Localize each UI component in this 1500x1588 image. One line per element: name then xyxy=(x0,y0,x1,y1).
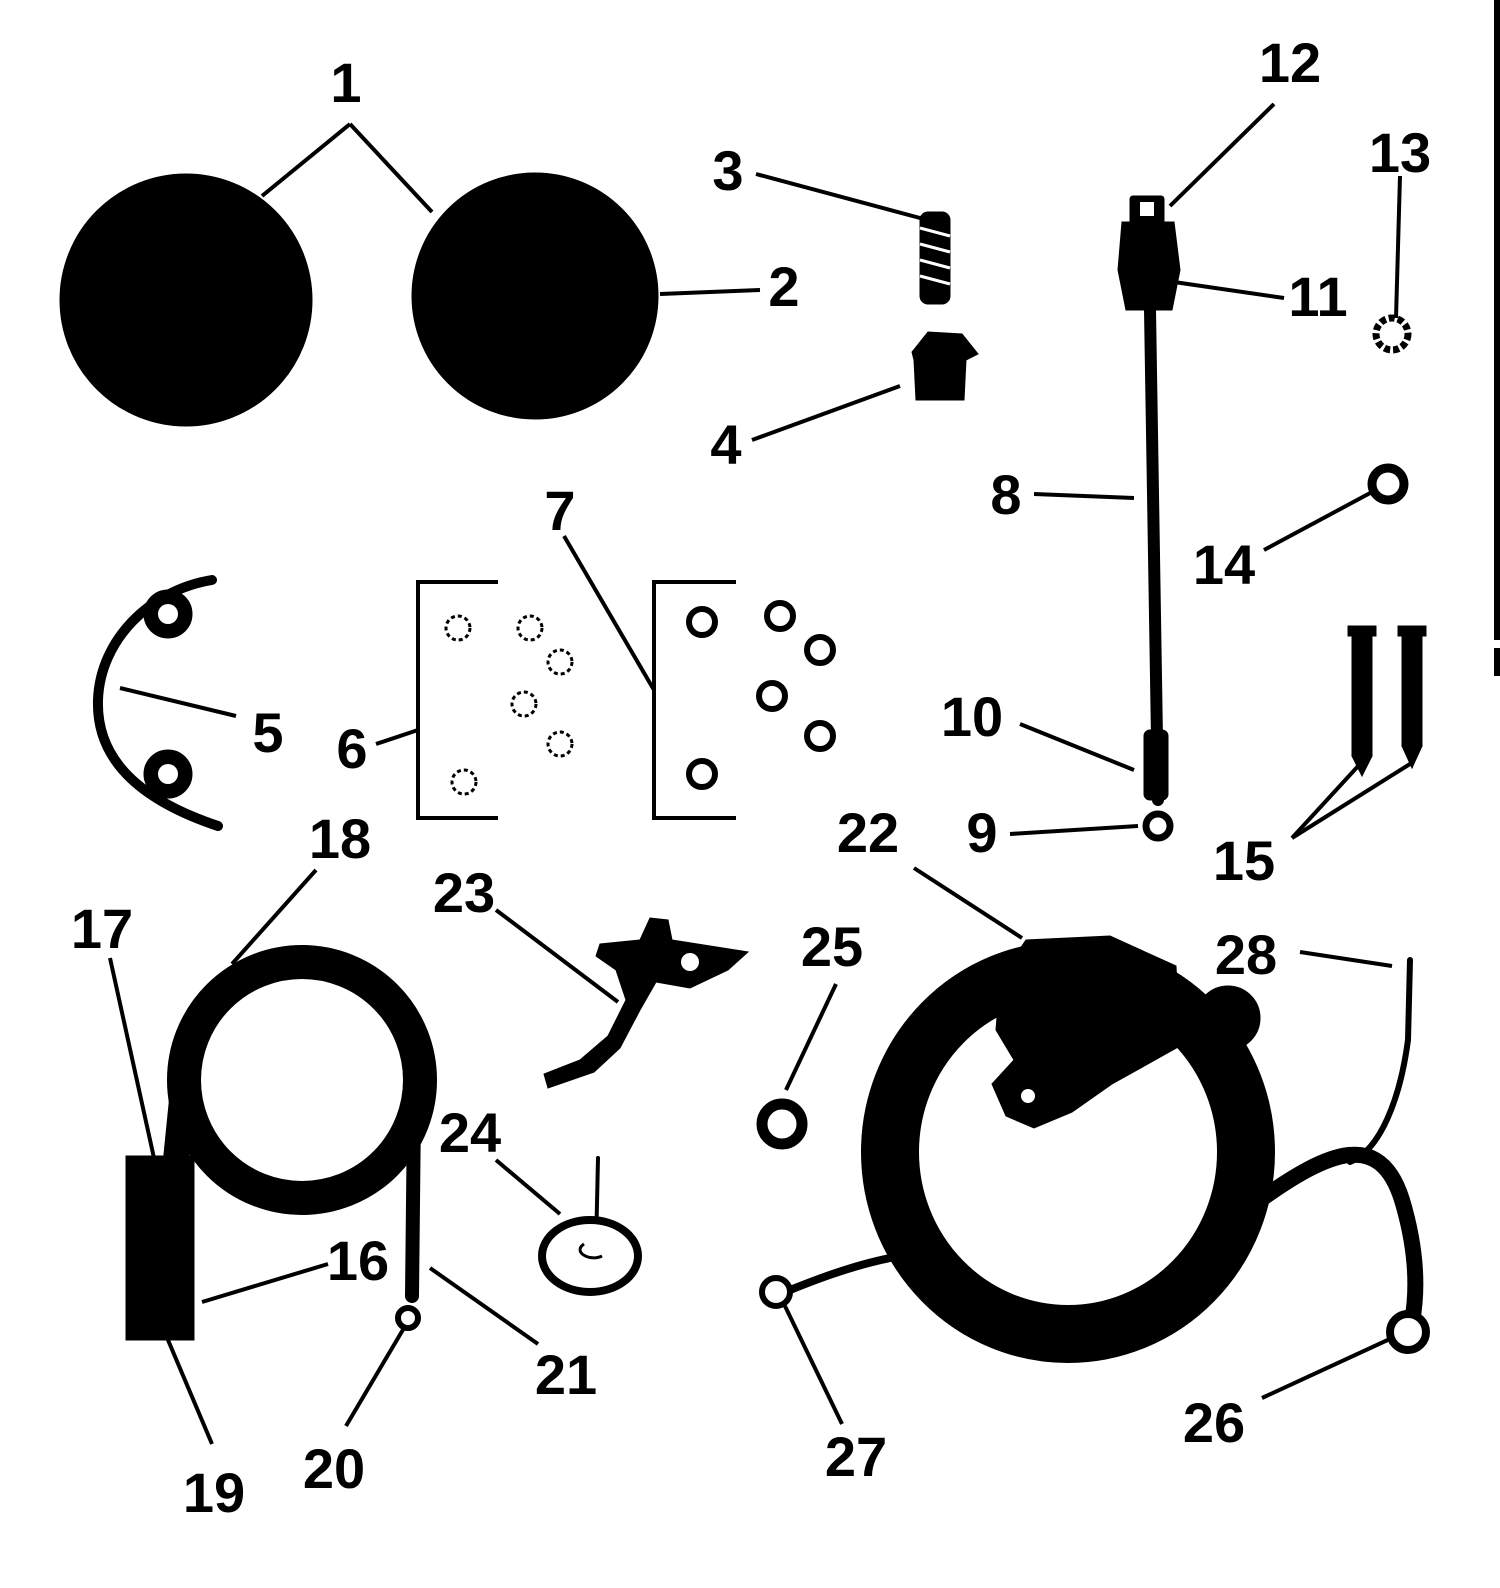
callout-1: 1 xyxy=(330,51,361,114)
callout-21: 21 xyxy=(535,1343,597,1406)
callout-11: 11 xyxy=(1288,265,1347,328)
callout-5: 5 xyxy=(252,701,283,764)
cover-right xyxy=(411,172,659,420)
callout-9: 9 xyxy=(966,801,997,864)
callout-18: 18 xyxy=(309,807,371,870)
callout-23: 23 xyxy=(433,861,495,924)
screws xyxy=(1347,625,1427,778)
callout-16: 16 xyxy=(327,1229,389,1292)
callout-14: 14 xyxy=(1193,533,1255,596)
ignition-coil xyxy=(125,945,437,1341)
callout-3: 3 xyxy=(712,139,743,202)
plate-6 xyxy=(416,580,574,820)
callout-7: 7 xyxy=(544,479,575,542)
callout-20: 20 xyxy=(303,1437,365,1500)
callout-13: 13 xyxy=(1369,121,1431,184)
callout-22: 22 xyxy=(837,801,899,864)
leader-lines xyxy=(108,102,1412,1445)
callout-25: 25 xyxy=(801,915,863,978)
callout-4: 4 xyxy=(710,413,741,476)
callout-10: 10 xyxy=(941,685,1003,748)
callout-8: 8 xyxy=(990,463,1021,526)
stator-assembly xyxy=(759,935,1430,1363)
washer-25 xyxy=(756,1098,808,1150)
lock-washer xyxy=(1372,314,1412,354)
callout-24: 24 xyxy=(439,1101,501,1164)
callout-26: 26 xyxy=(1183,1391,1245,1454)
pad xyxy=(538,1156,642,1296)
callout-19: 19 xyxy=(183,1461,245,1524)
callout-17: 17 xyxy=(71,897,133,960)
edge-mark-middle xyxy=(1494,648,1500,676)
callout-28: 28 xyxy=(1215,923,1277,986)
cap xyxy=(911,331,979,401)
lever xyxy=(543,917,750,1089)
callout-15: 15 xyxy=(1213,829,1275,892)
callout-27: 27 xyxy=(825,1425,887,1488)
washer-14 xyxy=(1367,463,1409,505)
edge-mark-top xyxy=(1494,0,1500,640)
callout-6: 6 xyxy=(336,717,367,780)
clip xyxy=(92,575,223,831)
callout-12: 12 xyxy=(1259,31,1321,94)
callout-labels: 1 2 3 4 5 6 7 8 9 10 11 12 13 14 15 16 1… xyxy=(71,31,1431,1524)
lead-wire-assembly xyxy=(1117,195,1181,842)
spring xyxy=(919,211,951,305)
cover-left xyxy=(59,173,313,427)
callout-2: 2 xyxy=(768,255,799,318)
plate-7 xyxy=(652,580,836,820)
